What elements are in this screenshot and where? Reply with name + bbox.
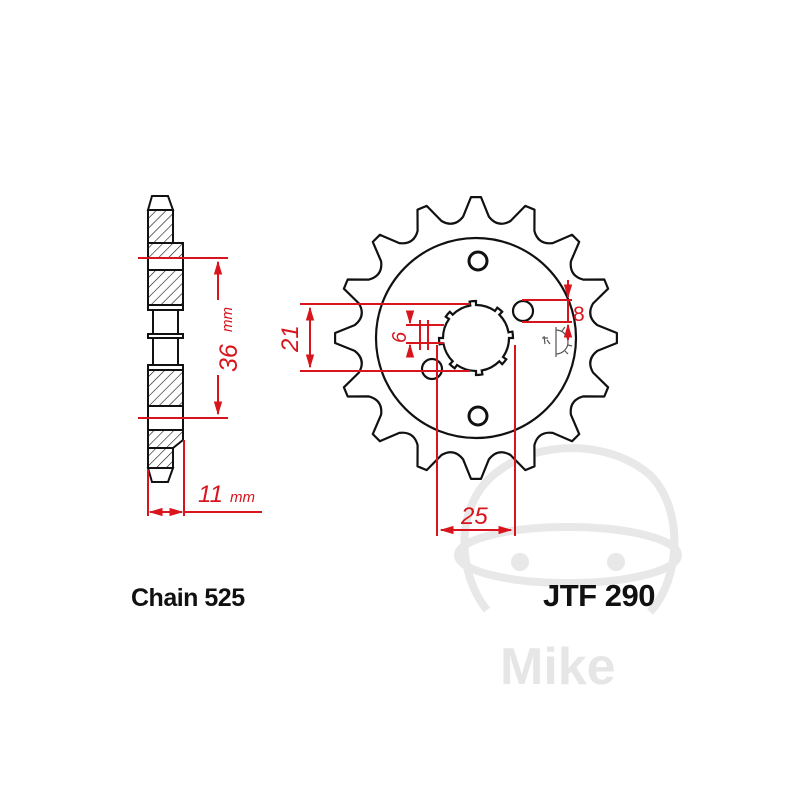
dimension-21-value: 21 — [277, 325, 304, 353]
dimension-36-value: 36 — [215, 344, 243, 372]
chain-size-label: Chain 525 — [131, 584, 245, 612]
dimension-11mm — [147, 440, 262, 517]
watermark-logo: Mike — [454, 444, 682, 696]
lock-hole-left — [420, 357, 444, 381]
dimension-11-unit: mm — [230, 489, 255, 506]
dimension-8-value: 8 — [573, 303, 585, 326]
dimension-6 — [405, 310, 444, 358]
watermark-text: Mike — [500, 638, 616, 696]
dimension-25-value: 25 — [460, 503, 488, 530]
dimension-36mm — [138, 257, 228, 419]
dimension-25 — [436, 345, 516, 536]
spline-bore — [437, 299, 515, 377]
mount-hole-bottom — [467, 405, 489, 427]
dimension-11-value: 11 — [198, 481, 223, 508]
dimension-8 — [522, 280, 573, 340]
side-profile — [146, 195, 184, 483]
side-view: 36 mm 11 mm — [138, 195, 262, 517]
dimension-21 — [300, 303, 470, 372]
lock-hole-right — [511, 299, 535, 323]
hub-circle — [374, 236, 578, 440]
dimension-6-value: 6 — [389, 331, 411, 343]
part-number-label: JTF 290 — [543, 578, 655, 613]
dimension-36-unit: mm — [219, 307, 236, 332]
front-view: 21 6 8 25 — [277, 196, 618, 536]
mount-hole-top — [467, 250, 489, 272]
helmet-logo-icon — [454, 444, 682, 615]
